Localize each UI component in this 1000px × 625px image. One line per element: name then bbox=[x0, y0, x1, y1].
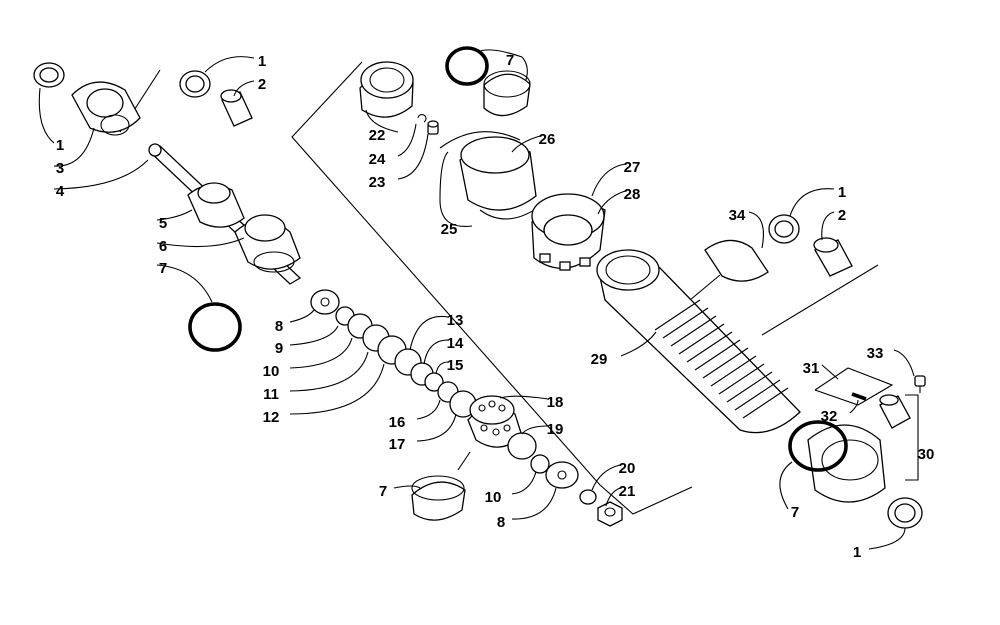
shock-body-29 bbox=[596, 249, 801, 434]
callout-c32: 32 bbox=[821, 408, 838, 425]
callout-c1a: 1 bbox=[258, 53, 266, 70]
o-ring-7-top bbox=[445, 46, 489, 86]
callout-c7c: 7 bbox=[506, 52, 514, 69]
callout-c31: 31 bbox=[803, 360, 820, 377]
callout-c2a: 2 bbox=[258, 76, 266, 93]
bushing-1-top-left bbox=[33, 62, 65, 88]
assembly-bracket-reservoir bbox=[689, 274, 721, 301]
piston-18 bbox=[467, 395, 523, 448]
shim-stack bbox=[310, 289, 477, 418]
callout-c10a: 10 bbox=[263, 363, 280, 380]
ring-25-top bbox=[439, 131, 521, 149]
clip-24 bbox=[417, 114, 427, 123]
assembly-bracket-main bbox=[291, 61, 693, 515]
callout-c15: 15 bbox=[447, 357, 464, 374]
callout-c6: 6 bbox=[159, 238, 167, 255]
bushing-1-top bbox=[179, 70, 211, 98]
callout-c5: 5 bbox=[159, 215, 167, 232]
callout-c25: 25 bbox=[441, 221, 458, 238]
callout-c19: 19 bbox=[547, 421, 564, 438]
callout-c7d: 7 bbox=[791, 504, 799, 521]
callout-c12: 12 bbox=[263, 409, 280, 426]
spring-seat-eye-3 bbox=[71, 81, 141, 136]
valve-30 bbox=[879, 394, 911, 429]
callout-c20: 20 bbox=[619, 460, 636, 477]
assembly-bracket-right bbox=[761, 264, 879, 336]
sleeve-2-top bbox=[220, 89, 253, 127]
pin-32 bbox=[851, 392, 867, 401]
bracket-30 bbox=[905, 394, 919, 481]
valve-23 bbox=[427, 120, 439, 135]
shim-15 bbox=[424, 372, 444, 392]
o-ring-7-left bbox=[188, 302, 242, 352]
callout-c10b: 10 bbox=[485, 489, 502, 506]
bracket-31 bbox=[814, 367, 894, 406]
callout-c17: 17 bbox=[389, 436, 406, 453]
callout-c7a: 7 bbox=[159, 260, 167, 277]
callout-c29: 29 bbox=[591, 351, 608, 368]
reservoir-cap-22 bbox=[359, 61, 414, 118]
sleeve-2-right bbox=[813, 237, 853, 277]
bumper-5 bbox=[187, 182, 245, 228]
floating-piston-26 bbox=[459, 136, 537, 211]
callout-c2b: 2 bbox=[838, 207, 846, 224]
shim-19 bbox=[507, 432, 537, 460]
bushing-1-lower bbox=[887, 497, 923, 529]
callout-c27: 27 bbox=[624, 159, 641, 176]
seal-head-6 bbox=[234, 214, 301, 273]
callout-c14: 14 bbox=[447, 335, 464, 352]
o-ring-7-lower bbox=[788, 420, 848, 472]
nut-21 bbox=[597, 501, 623, 527]
callout-c30: 30 bbox=[918, 446, 935, 463]
callout-c18: 18 bbox=[547, 394, 564, 411]
shim-10-bottom bbox=[530, 454, 550, 474]
washer-20 bbox=[579, 489, 597, 505]
callout-c13: 13 bbox=[447, 312, 464, 329]
callout-c28: 28 bbox=[624, 186, 641, 203]
wear-band-7-bottom bbox=[411, 475, 466, 521]
callout-c7b: 7 bbox=[379, 483, 387, 500]
callout-c11: 11 bbox=[263, 386, 279, 403]
leader-lines bbox=[38, 49, 915, 550]
screw-33 bbox=[914, 375, 926, 393]
callout-c3: 3 bbox=[56, 160, 64, 177]
spring-guard-34 bbox=[704, 239, 769, 282]
lower-eye bbox=[807, 424, 886, 503]
spring-adjuster-27-28 bbox=[531, 193, 606, 271]
callout-c4: 4 bbox=[56, 183, 65, 200]
callout-c23: 23 bbox=[369, 174, 386, 191]
callout-c16: 16 bbox=[389, 414, 406, 431]
washer-8-bottom bbox=[545, 461, 579, 489]
callout-c22: 22 bbox=[369, 127, 386, 144]
callout-c1d: 1 bbox=[853, 544, 861, 561]
callout-c1c: 1 bbox=[838, 184, 846, 201]
callout-c1b: 1 bbox=[56, 137, 64, 154]
bushing-1-right bbox=[768, 214, 800, 244]
callout-c8a: 8 bbox=[275, 318, 283, 335]
callout-c33: 33 bbox=[867, 345, 884, 362]
wear-band-7-top bbox=[483, 70, 531, 117]
callout-c24: 24 bbox=[369, 151, 386, 168]
callout-c21: 21 bbox=[619, 483, 636, 500]
callout-c8b: 8 bbox=[497, 514, 505, 531]
callout-c26: 26 bbox=[539, 131, 556, 148]
washer-8-top bbox=[310, 289, 340, 315]
callout-c9: 9 bbox=[275, 340, 283, 357]
callout-c34: 34 bbox=[729, 207, 746, 224]
